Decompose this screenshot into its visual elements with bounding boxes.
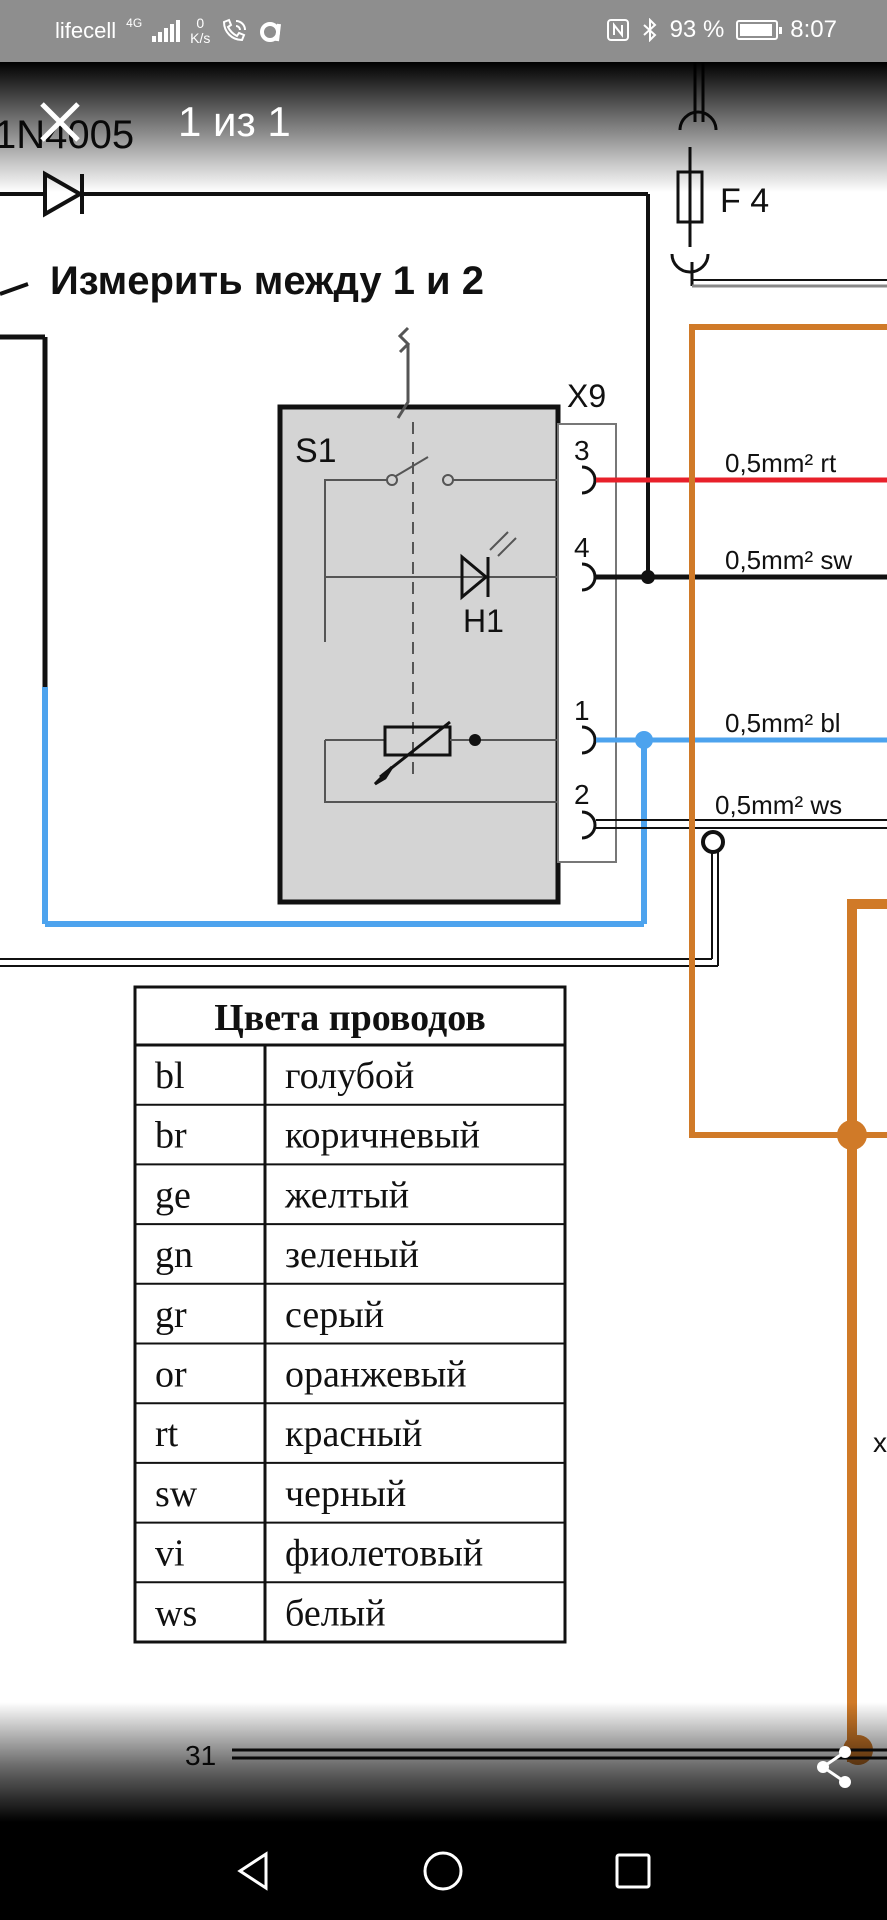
table-row-color-name: белый xyxy=(285,1592,386,1634)
close-icon[interactable] xyxy=(30,92,90,152)
table-row-color-name: желтый xyxy=(284,1174,409,1216)
table-row-color-name: черный xyxy=(285,1473,406,1515)
switch-label: S1 xyxy=(295,432,337,470)
table-row-code: br xyxy=(155,1115,187,1157)
table-row-code: gn xyxy=(155,1234,193,1276)
table-row-code: ge xyxy=(155,1174,191,1216)
app-a-icon xyxy=(260,22,282,42)
table-row-color-name: голубой xyxy=(285,1055,414,1097)
image-viewer[interactable]: 1N4005 F 4 Измерить между 1 и 2 xyxy=(0,62,887,1822)
table-row-color-name: серый xyxy=(285,1294,384,1336)
battery-icon xyxy=(736,20,783,40)
status-bar: lifecell 4G 0 K/s 93 % 8:07 xyxy=(0,0,887,62)
signal-icon xyxy=(152,20,181,42)
table-row-color-name: зеленый xyxy=(285,1234,419,1276)
svg-text:x: x xyxy=(873,1427,887,1458)
table-row-code: bl xyxy=(155,1055,185,1097)
recent-apps-icon[interactable] xyxy=(608,1846,658,1896)
image-counter: 1 из 1 xyxy=(178,98,291,145)
table-row-color-name: оранжевый xyxy=(285,1354,467,1396)
table-row-code: sw xyxy=(155,1473,198,1515)
table-title: Цвета проводов xyxy=(214,997,486,1039)
status-left: lifecell 4G 0 K/s xyxy=(55,16,286,46)
instruction-text: Измерить между 1 и 2 xyxy=(50,259,484,303)
home-icon[interactable] xyxy=(418,1846,468,1896)
wire-label-rt: 0,5mm² rt xyxy=(725,448,837,478)
pin-1: 1 xyxy=(574,695,590,726)
table-row-code: rt xyxy=(155,1413,179,1455)
table-row-color-name: коричневый xyxy=(285,1115,480,1157)
wire-label-ws: 0,5mm² ws xyxy=(715,790,842,820)
led-label: H1 xyxy=(463,603,504,639)
pin-2: 2 xyxy=(574,779,590,810)
switch-box-s1 xyxy=(277,326,590,905)
battery-percent: 93 % xyxy=(669,16,725,43)
nfc-icon xyxy=(606,19,629,41)
table-row-color-name: красный xyxy=(285,1413,422,1455)
table-row-color-name: фиолетовый xyxy=(285,1533,483,1575)
table-row-code: or xyxy=(155,1354,187,1396)
carrier-name: lifecell xyxy=(55,18,117,43)
wiring-diagram: 1N4005 F 4 Измерить между 1 и 2 xyxy=(0,62,887,1771)
share-icon[interactable] xyxy=(811,1742,861,1792)
wire-label-bl: 0,5mm² bl xyxy=(725,708,841,738)
table-row-code: vi xyxy=(155,1533,185,1575)
network-speed: 0 K/s xyxy=(190,15,211,46)
wire-color-table: bl голубой br коричневый ge желтый gn зеленый gr… xyxy=(133,985,567,1644)
clock: 8:07 xyxy=(790,16,837,43)
fuse-label: F 4 xyxy=(720,182,769,220)
navigation-bar xyxy=(0,1822,887,1920)
orange-wires xyxy=(689,324,887,1765)
fuse-symbol xyxy=(670,62,887,288)
network-type: 4G xyxy=(126,16,143,30)
table-row-code: ws xyxy=(155,1592,197,1634)
bluetooth-icon xyxy=(642,18,657,42)
status-right: 93 % 8:07 xyxy=(606,16,837,44)
pin-4: 4 xyxy=(574,532,590,563)
ground-label: 31 xyxy=(185,1740,216,1771)
connector-label: X9 xyxy=(567,378,606,414)
pin-3: 3 xyxy=(574,435,590,466)
back-icon[interactable] xyxy=(230,1846,280,1896)
wifi-call-icon xyxy=(223,18,247,42)
table-row-code: gr xyxy=(155,1294,187,1336)
wire-label-sw: 0,5mm² sw xyxy=(725,545,852,575)
